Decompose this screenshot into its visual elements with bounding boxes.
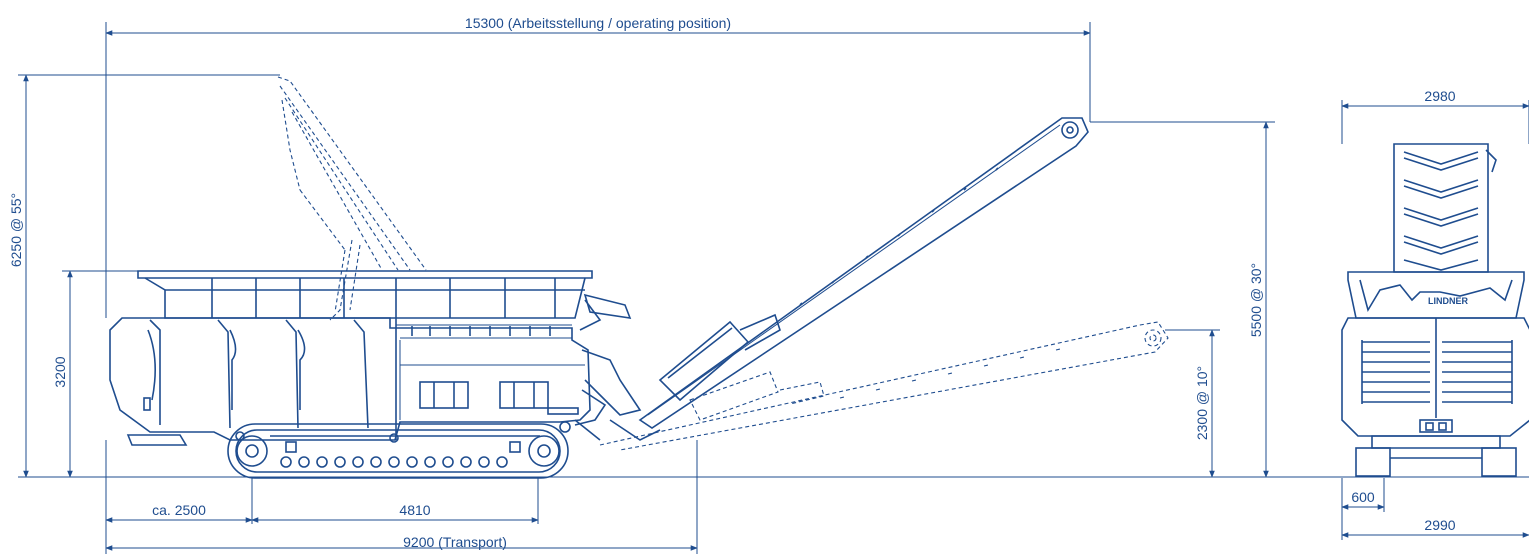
label-track-width: 600 xyxy=(1351,489,1375,505)
brand-logo: LINDNER xyxy=(1428,296,1468,306)
label-hopper-height: 3200 xyxy=(52,356,68,387)
raised-hopper-wall xyxy=(277,76,427,321)
side-view-machine xyxy=(109,76,1169,479)
label-conveyor-10: 2300 @ 10° xyxy=(1194,366,1210,440)
label-hopper-raised: 6250 @ 55° xyxy=(8,193,24,267)
conveyor-10 xyxy=(599,321,1169,451)
label-width-bottom: 2990 xyxy=(1424,517,1455,533)
label-width-top: 2980 xyxy=(1424,88,1455,104)
conveyor-30 xyxy=(609,117,1089,441)
label-transport-length: 9200 (Transport) xyxy=(403,534,507,550)
label-total-length: 15300 (Arbeitsstellung / operating posit… xyxy=(465,15,731,31)
label-conveyor-30: 5500 @ 30° xyxy=(1248,263,1264,337)
front-view-machine: LINDNER xyxy=(1341,143,1529,477)
label-track-length: 4810 xyxy=(399,502,430,518)
label-front-overhang: ca. 2500 xyxy=(152,502,206,518)
